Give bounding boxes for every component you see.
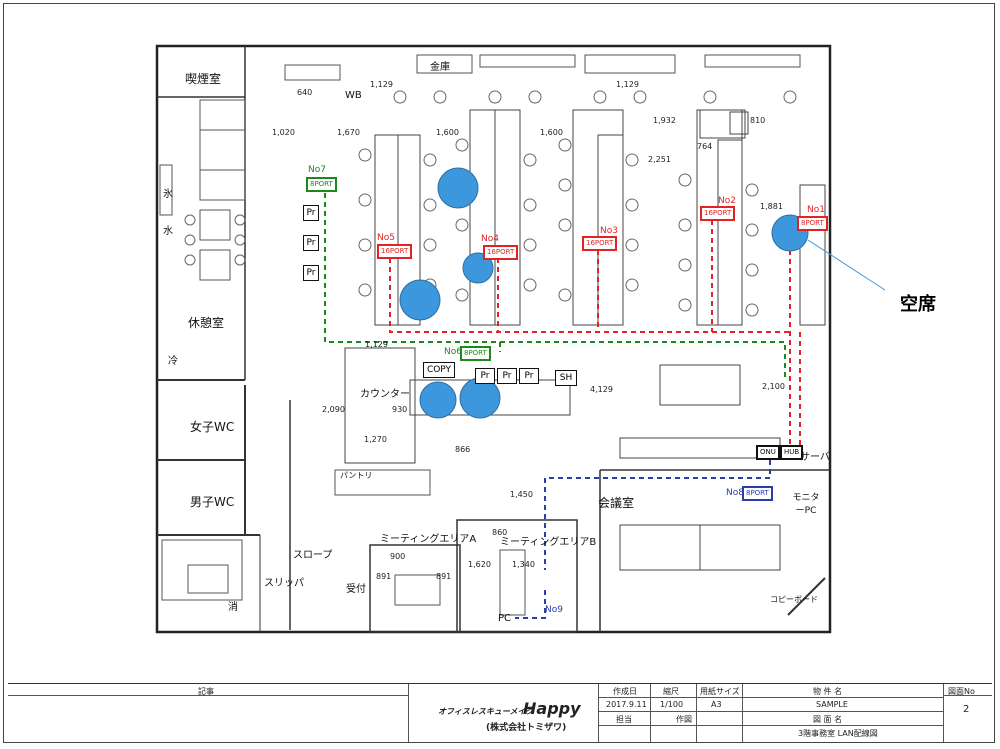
vacant-seat-marker bbox=[459, 377, 501, 419]
label-reception: 受付 bbox=[346, 584, 366, 595]
room-meeting-a: ミーティングエリアA bbox=[380, 534, 477, 545]
label-sh: SH bbox=[555, 370, 577, 386]
property-label: 物 件 名 bbox=[813, 687, 843, 696]
annotation-leader bbox=[807, 239, 886, 291]
label-slipper: スリッパ bbox=[264, 578, 304, 589]
label-cold: 冷 bbox=[168, 356, 178, 367]
printer: Pr bbox=[303, 205, 319, 221]
dimension: 1,932 bbox=[653, 116, 676, 125]
label-pc: PC bbox=[498, 613, 512, 624]
copy-machine: COPY bbox=[423, 362, 455, 378]
dimension: 1,020 bbox=[272, 128, 295, 137]
vacant-seat-marker bbox=[399, 279, 441, 321]
dimension: 1,129 bbox=[370, 80, 393, 89]
label-slope: スロープ bbox=[293, 550, 333, 561]
scale-label: 縮尺 bbox=[663, 687, 679, 696]
printer: Pr bbox=[497, 368, 517, 384]
dimension: 1,600 bbox=[540, 128, 563, 137]
printer: Pr bbox=[303, 235, 319, 251]
dimension: 1,881 bbox=[760, 202, 783, 211]
label-monitor-pc: モニターPC bbox=[792, 493, 820, 516]
printer: Pr bbox=[475, 368, 495, 384]
dimension: 1,270 bbox=[364, 435, 387, 444]
drawing-sheet bbox=[3, 3, 995, 743]
dimension: 930 bbox=[392, 405, 408, 414]
dimension: 2,100 bbox=[762, 382, 785, 391]
vacant-seat-annotation: 空席 bbox=[900, 294, 936, 315]
label-ice: 氷 bbox=[163, 189, 173, 200]
dimension: 1,340 bbox=[512, 560, 535, 569]
dimension: 891 bbox=[436, 572, 452, 581]
scale-value: 1/100 bbox=[660, 700, 684, 709]
room-counter: カウンター bbox=[360, 389, 410, 400]
author-label: 担当 bbox=[616, 715, 632, 724]
vacant-seat-marker bbox=[462, 252, 494, 284]
room-mens-wc: 男子WC bbox=[190, 495, 235, 509]
printer: Pr bbox=[303, 265, 319, 281]
label-safe: 金庫 bbox=[430, 62, 450, 73]
drawing-name: 3階事務室 LAN配線図 bbox=[798, 729, 878, 738]
maker-label: 作図 bbox=[676, 715, 692, 724]
label-copyboard: コピーボード bbox=[770, 595, 818, 604]
printer: Pr bbox=[519, 368, 539, 384]
dimension: 1,450 bbox=[510, 490, 533, 499]
label-server: サーバ bbox=[800, 452, 830, 463]
dimension: 866 bbox=[455, 445, 471, 454]
dimension: 2,251 bbox=[648, 155, 671, 164]
vacant-seat-marker bbox=[419, 381, 457, 419]
dimension: 1,129 bbox=[365, 340, 388, 349]
outer-wall bbox=[155, 44, 832, 634]
brand-logo: Happy bbox=[523, 699, 581, 718]
dimension: 1,670 bbox=[337, 128, 360, 137]
dimension: 860 bbox=[492, 528, 508, 537]
created-date: 2017.9.11 bbox=[606, 700, 647, 709]
room-lounge: 休憩室 bbox=[188, 316, 225, 330]
created-label: 作成日 bbox=[613, 687, 637, 696]
dimension: 891 bbox=[376, 572, 392, 581]
company-name: (株式会社トミザワ) bbox=[486, 723, 567, 733]
drawing-label: 図 面 名 bbox=[813, 715, 843, 724]
company-tagline: オフィスレスキューメイク bbox=[438, 707, 534, 716]
dimension: 900 bbox=[390, 552, 406, 561]
drawing-no: 2 bbox=[963, 704, 970, 715]
dimension: 810 bbox=[750, 116, 766, 125]
dimension: 4,129 bbox=[590, 385, 613, 394]
room-conference: 会議室 bbox=[598, 496, 635, 510]
room-meeting-b: ミーティングエリアB bbox=[500, 537, 597, 548]
dimension: 1,600 bbox=[436, 128, 459, 137]
paper-value: A3 bbox=[711, 700, 722, 709]
dimension: 764 bbox=[697, 142, 713, 151]
title-block: 記事 オフィスレスキューメイク Happy (株式会社トミザワ) 作成日 201… bbox=[8, 683, 992, 742]
paper-label: 用紙サイズ bbox=[700, 687, 740, 696]
property-value: SAMPLE bbox=[816, 700, 848, 709]
dimension: 1,129 bbox=[616, 80, 639, 89]
room-womens-wc: 女子WC bbox=[190, 420, 235, 434]
vacant-seat-marker bbox=[437, 167, 479, 209]
room-smoking: 喫煙室 bbox=[185, 72, 222, 86]
label-pantry: パントリ bbox=[340, 471, 373, 480]
dimension: 1,620 bbox=[468, 560, 491, 569]
label-water: 水 bbox=[163, 226, 173, 237]
label-wb: WB bbox=[345, 90, 362, 101]
drawing-no-label: 図面No bbox=[948, 687, 975, 696]
dimension: 640 bbox=[297, 88, 313, 97]
label-trash: 消 bbox=[228, 602, 238, 613]
dimension: 2,090 bbox=[322, 405, 345, 414]
remarks-header: 記事 bbox=[198, 687, 214, 696]
